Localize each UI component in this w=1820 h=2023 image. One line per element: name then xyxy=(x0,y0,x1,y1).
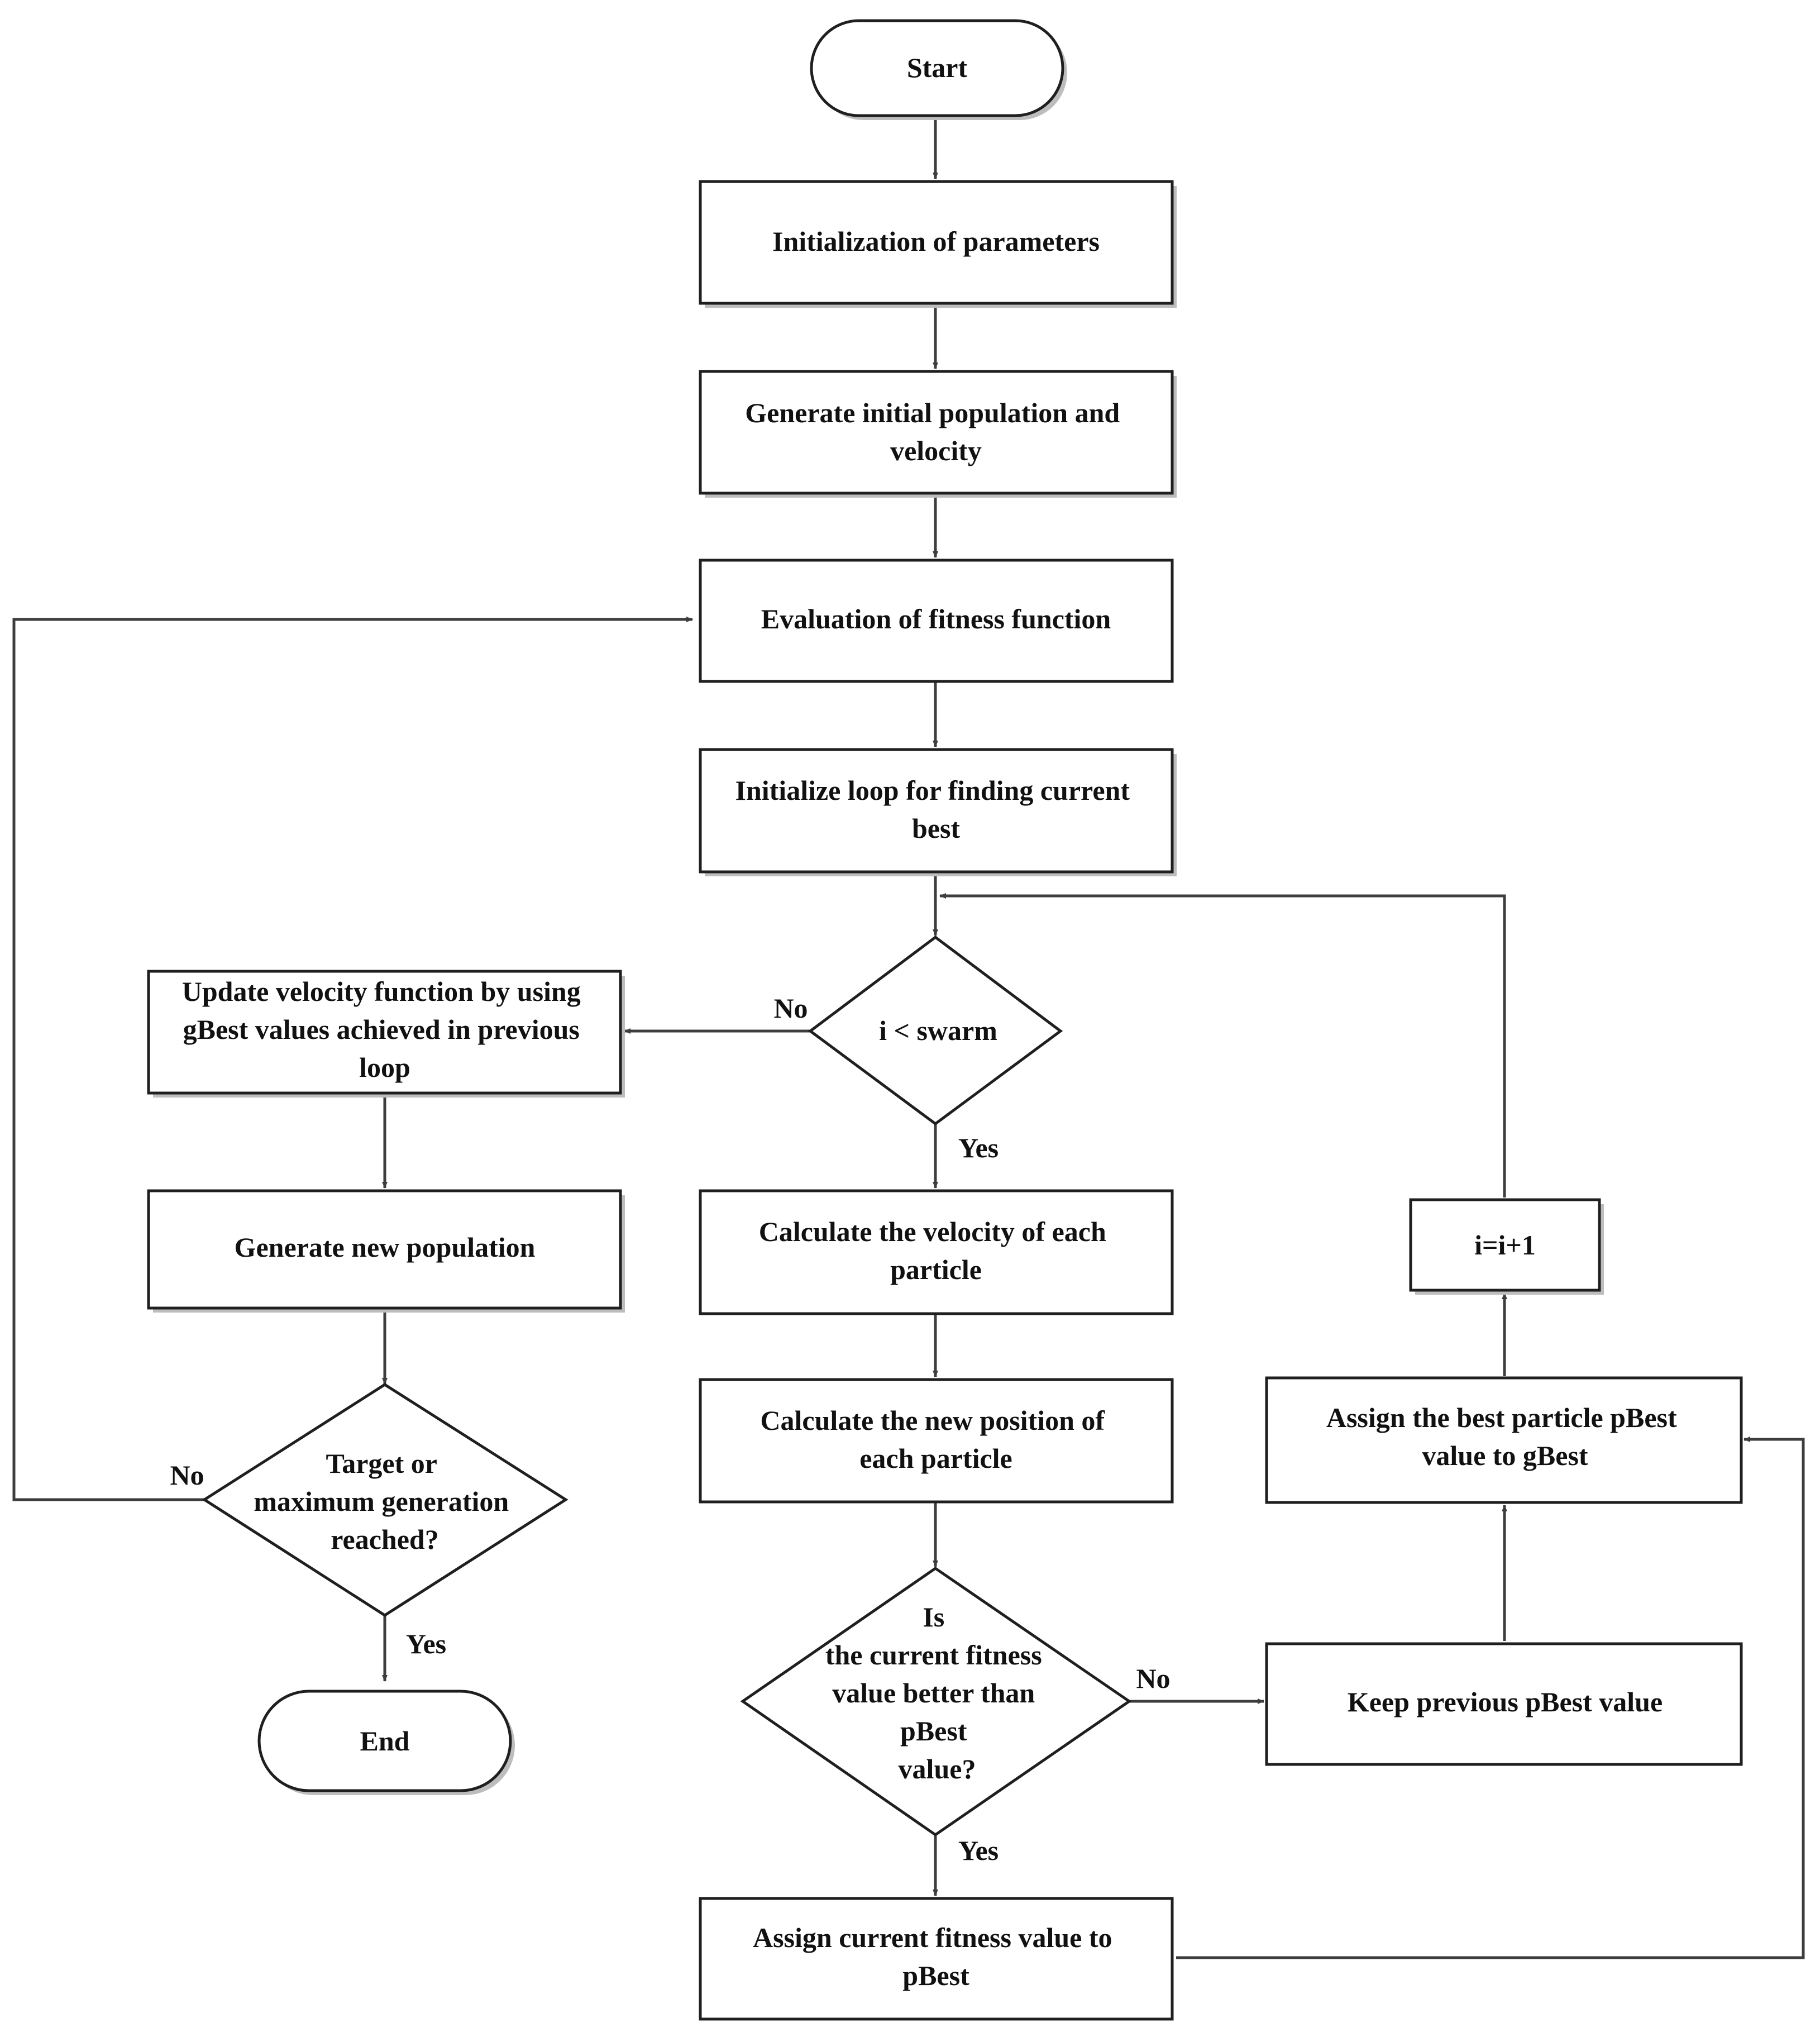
target-decision-label: Target or maximum generation reached? xyxy=(254,1448,515,1555)
calc-velocity-box: Calculate the velocity of each particle xyxy=(699,1189,1174,1315)
swarm-decision-label: i < swarm xyxy=(879,1015,997,1046)
arrow-assign-to-gbest xyxy=(1176,1437,1805,1959)
fitness-decision: Is the current fitness value better than… xyxy=(740,1566,1132,1837)
assign-pbest-label: Assign current fitness value to pBest xyxy=(753,1922,1119,1991)
generate-new-pop-label: Generate new population xyxy=(235,1232,536,1263)
label-fitness-no: No xyxy=(1136,1663,1170,1694)
assign-gbest-box: Assign the best particle pBest value to … xyxy=(1265,1376,1743,1504)
increment-label: i=i+1 xyxy=(1474,1229,1536,1261)
keep-pbest-box: Keep previous pBest value xyxy=(1265,1642,1743,1766)
end-label: End xyxy=(360,1725,410,1757)
update-velocity-label: Update velocity function by using gBest … xyxy=(182,976,587,1083)
label-fitness-yes: Yes xyxy=(958,1835,999,1866)
label-target-yes: Yes xyxy=(406,1628,446,1659)
evaluate-fitness-box: Evaluation of fitness function xyxy=(699,559,1174,683)
calc-position-label: Calculate the new position of each parti… xyxy=(760,1405,1111,1474)
increment-box: i=i+1 xyxy=(1409,1198,1604,1295)
init-params-box: Initialization of parameters xyxy=(699,180,1177,308)
init-loop-box: Initialize loop for finding current best xyxy=(699,748,1177,876)
generate-initial-label: Generate initial population and velocity xyxy=(745,397,1126,466)
label-swarm-yes: Yes xyxy=(958,1132,999,1163)
evaluate-fitness-label: Evaluation of fitness function xyxy=(761,603,1111,634)
generate-initial-box: Generate initial population and velocity xyxy=(699,370,1177,498)
label-swarm-no: No xyxy=(773,993,808,1024)
assign-gbest-label: Assign the best particle pBest value to … xyxy=(1326,1402,1684,1471)
end-terminator: End xyxy=(257,1690,515,1795)
start-label: Start xyxy=(907,52,968,83)
arrow-target-no-to-evaluate xyxy=(12,617,693,1501)
swarm-decision: i < swarm xyxy=(808,935,1063,1126)
label-target-no: No xyxy=(170,1459,204,1491)
calc-position-box: Calculate the new position of each parti… xyxy=(699,1378,1174,1504)
edge-labels: No Yes No Yes No Yes xyxy=(170,993,1170,1866)
generate-new-pop-box: Generate new population xyxy=(147,1189,625,1313)
init-params-label: Initialization of parameters xyxy=(772,226,1100,257)
keep-pbest-label: Keep previous pBest value xyxy=(1348,1686,1663,1717)
calc-velocity-label: Calculate the velocity of each particle xyxy=(759,1216,1114,1285)
fitness-decision-label: Is the current fitness value better than… xyxy=(825,1601,1049,1785)
assign-pbest-box: Assign current fitness value to pBest xyxy=(699,1897,1174,2021)
arrow-increment-back-to-swarm xyxy=(939,893,1506,1197)
start-terminator: Start xyxy=(810,19,1067,120)
target-decision: Target or maximum generation reached? xyxy=(202,1383,569,1617)
init-loop-label: Initialize loop for finding current best xyxy=(735,775,1137,844)
update-velocity-box: Update velocity function by using gBest … xyxy=(147,970,625,1098)
connectors xyxy=(12,117,1805,1959)
